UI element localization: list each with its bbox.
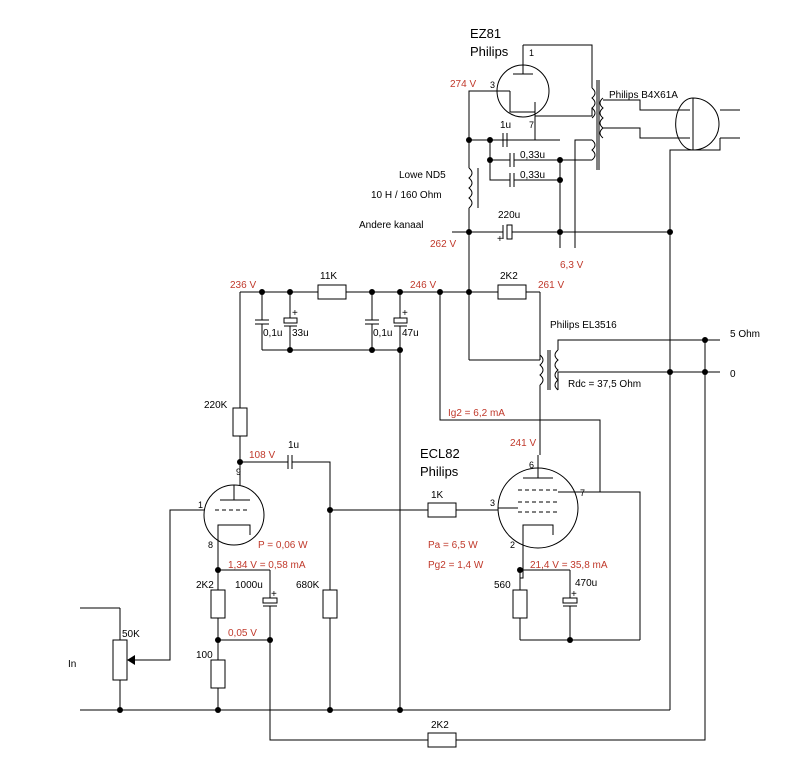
c-33u-label: 33u	[292, 328, 309, 339]
voltage-262: 262 V	[430, 239, 456, 250]
power-transformer	[591, 80, 604, 170]
output-tap-0: 0	[730, 369, 736, 380]
r-11k-label: 11K	[320, 271, 337, 282]
output-tube-ecl82	[497, 455, 580, 549]
c-1000u-plus: +	[271, 589, 277, 600]
output-tube-brand: Philips	[420, 464, 459, 479]
voltage-134: 1,34 V = 0,58 mA	[228, 560, 306, 571]
r-1k-label: 1K	[431, 490, 444, 501]
r-220k-label: 220K	[204, 400, 228, 411]
power-p-pre: P = 0,06 W	[258, 540, 308, 551]
triode-pin-9: 9	[236, 467, 241, 477]
output-transformer-label: Philips EL3516	[550, 320, 617, 331]
power-transformer-label: Philips B4X61A	[609, 90, 678, 101]
choke-name: Lowe ND5	[399, 170, 446, 181]
r-2k2-fb-label: 2K2	[431, 720, 449, 731]
volume-potentiometer	[112, 608, 135, 710]
input-triode	[203, 484, 265, 546]
voltage-274: 274 V	[450, 79, 476, 90]
r-100-label: 100	[196, 650, 213, 661]
c-220u-label: 220u	[498, 210, 520, 221]
voltage-214: 21,4 V = 35,8 mA	[530, 560, 608, 571]
rectifier-type: EZ81	[470, 26, 501, 41]
voltage-005: 0,05 V	[228, 628, 257, 639]
power-pg2: Pg2 = 1,4 W	[428, 560, 484, 571]
rectifier-pin-1: 1	[529, 48, 534, 58]
c-220u-plus: +	[497, 234, 503, 245]
output-transformer-rdc: Rdc = 37,5 Ohm	[568, 379, 641, 390]
c-470u-plus: +	[571, 589, 577, 600]
voltage-246: 246 V	[410, 280, 436, 291]
power-pa: Pa = 6,5 W	[428, 540, 478, 551]
triode-pin-8: 8	[208, 540, 213, 550]
c-1000u-label: 1000u	[235, 580, 263, 591]
c-470u-label: 470u	[575, 578, 597, 589]
c-033-a-label: 0,33u	[520, 150, 545, 161]
rectifier-pin-3: 3	[490, 80, 495, 90]
output-transformer	[469, 349, 559, 455]
c-33u-plus: +	[292, 308, 298, 319]
c-033-b-label: 0,33u	[520, 170, 545, 181]
rectifier-pin-7: 7	[529, 120, 534, 130]
c-1u-coupling-label: 1u	[288, 440, 299, 451]
r-2k2-bias-label: 2K2	[196, 580, 214, 591]
choke-spec: 10 H / 160 Ohm	[371, 190, 442, 201]
r-2k2-top-label: 2K2	[500, 271, 518, 282]
output-tube-type: ECL82	[420, 446, 460, 461]
c-47u-label: 47u	[402, 328, 419, 339]
rectifier-brand: Philips	[470, 44, 509, 59]
output-pin-2: 2	[510, 540, 515, 550]
mains-plug-icon	[675, 97, 740, 151]
voltage-heater: 6,3 V	[560, 260, 584, 271]
output-tap-5ohm: 5 Ohm	[730, 329, 760, 340]
voltage-236: 236 V	[230, 280, 256, 291]
other-channel-label: Andere kanaal	[359, 220, 424, 231]
choke-inductor	[468, 140, 479, 232]
current-ig2: Ig2 = 6,2 mA	[448, 408, 505, 419]
r-680k-label: 680K	[296, 580, 320, 591]
r-560-label: 560	[494, 580, 511, 591]
voltage-261: 261 V	[538, 280, 564, 291]
output-pin-7: 7	[580, 488, 585, 498]
voltage-108: 108 V	[249, 450, 275, 461]
c-47u-plus: +	[402, 308, 408, 319]
output-pin-6: 6	[529, 460, 534, 470]
c-01-a-label: 0,1u	[263, 328, 282, 339]
voltage-241: 241 V	[510, 438, 536, 449]
c-01-b-label: 0,1u	[373, 328, 392, 339]
input-label: In	[68, 659, 76, 670]
pot-50k-label: 50K	[122, 629, 140, 640]
c-1u-top-label: 1u	[500, 120, 511, 131]
triode-pin-1: 1	[198, 500, 203, 510]
output-pin-3: 3	[490, 498, 495, 508]
